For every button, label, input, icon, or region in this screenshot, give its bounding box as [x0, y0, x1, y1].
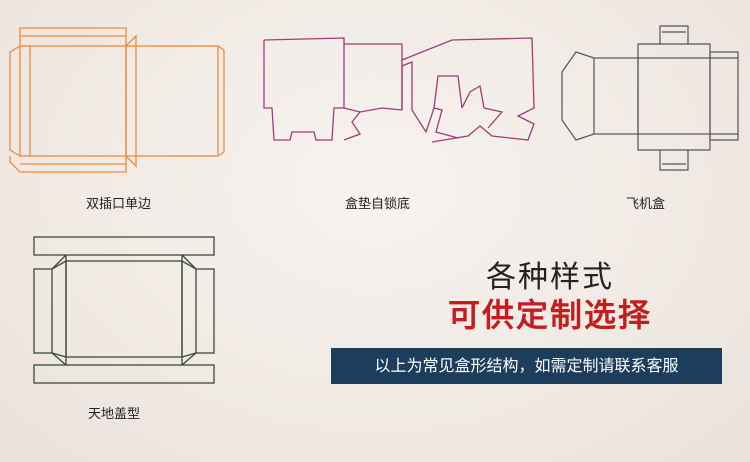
self-lock-label: 盒垫自锁底: [345, 197, 411, 212]
headline-line1: 各种样式: [486, 260, 614, 295]
double-tuck-dieline-icon: [9, 27, 225, 173]
contact-banner: 以上为常见盒形结构，如需定制请联系客服: [331, 348, 722, 384]
self-lock-dieline-icon: [263, 37, 535, 143]
double-tuck-label: 双插口单边: [86, 197, 152, 212]
lid-base-dieline-icon: [33, 236, 215, 384]
mailer-box-label: 飞机盒: [626, 197, 666, 212]
lid-base-label: 天地盖型: [88, 407, 141, 422]
mailer-box-dieline-icon: [561, 25, 739, 171]
headline-line2: 可供定制选择: [447, 296, 652, 334]
